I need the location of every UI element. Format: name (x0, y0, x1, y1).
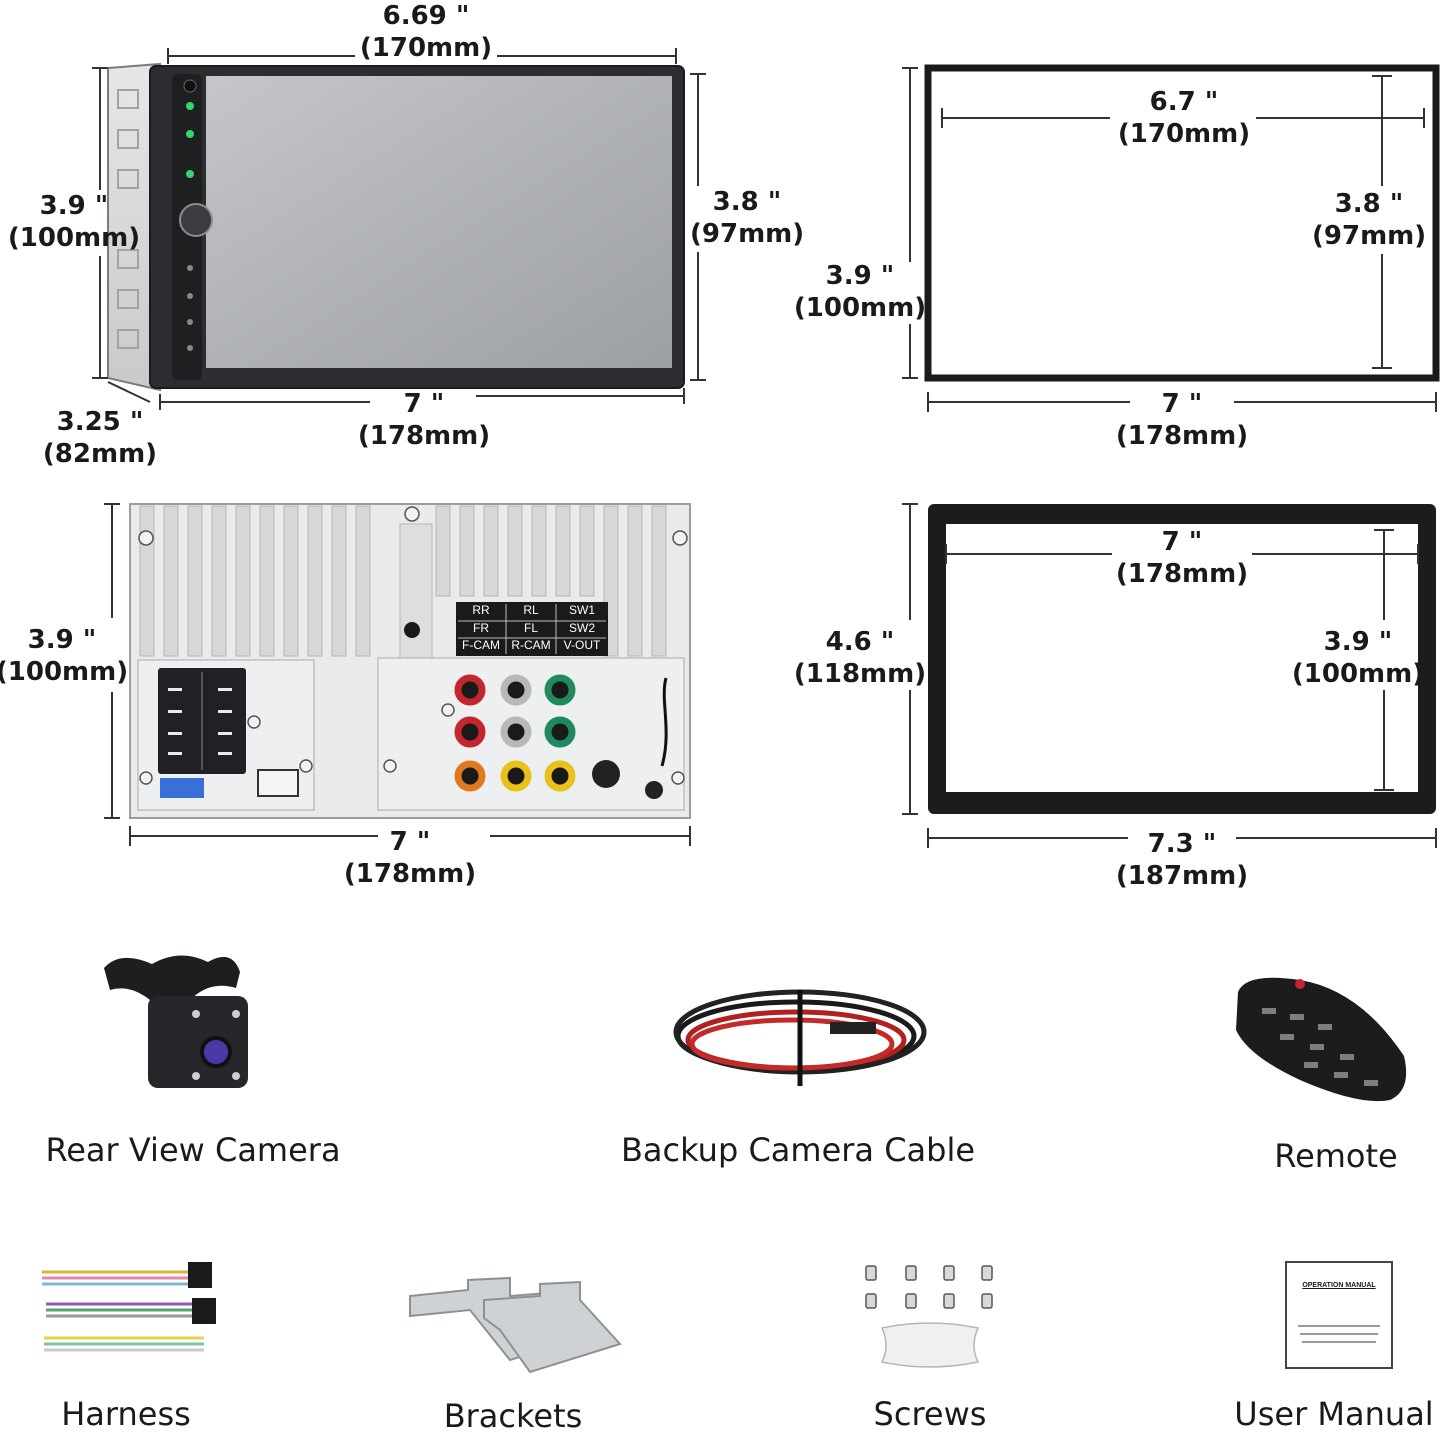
port-label-panel (456, 602, 608, 656)
frame-outer-width-label: 7.3 "(187mm) (1115, 829, 1249, 891)
port-label: F-CAM (462, 638, 500, 652)
back-view (129, 503, 691, 819)
caption-brackets: Brackets (443, 1397, 583, 1435)
frame-inner-height-label: 3.9 "(100mm) (1291, 627, 1425, 689)
bracket-icon (409, 1276, 622, 1374)
port-label: RR (472, 603, 490, 617)
volume-knob (179, 203, 213, 237)
caption-backup-camera-cable: Backup Camera Cable (620, 1131, 976, 1169)
frame-opening (946, 524, 1418, 792)
caption-rear-view-camera: Rear View Camera (45, 1131, 341, 1169)
front-dimension-lines (92, 48, 706, 410)
port-labels: RR RL SW1 FR FL SW2 F-CAM R-CAM V-OUT (456, 602, 608, 656)
aux-connector (257, 769, 299, 797)
caption-harness: Harness (61, 1395, 191, 1433)
touch-screen (206, 76, 672, 368)
camera-icon (104, 955, 248, 1088)
front-view (107, 62, 685, 392)
blue-connector (160, 778, 204, 798)
cutout-inner-height-label: 3.8 "(97mm) (1312, 189, 1427, 251)
frame-dimension-lines (902, 503, 1437, 848)
harness-icon (42, 1262, 216, 1352)
port-label: R-CAM (511, 638, 551, 652)
back-width-label: 7 "(178mm) (343, 827, 477, 889)
front-height-label: 3.9 "(100mm) (7, 191, 141, 253)
caption-screws: Screws (873, 1395, 987, 1433)
heatsink-fins (139, 505, 667, 657)
caption-remote: Remote (1274, 1137, 1398, 1175)
cutout-inner-width-label: 6.7 "(170mm) (1117, 87, 1251, 149)
cutout-view (924, 64, 1440, 382)
front-width-label: 6.69 "(170mm) (359, 1, 493, 63)
screw-icon (138, 506, 688, 785)
cutout-outer-height-label: 3.9 "(100mm) (793, 261, 927, 323)
port-label: RL (523, 603, 539, 617)
remote-icon (1236, 977, 1407, 1102)
cutout-outline (924, 64, 1440, 382)
trim-frame-view (928, 504, 1436, 814)
port-label: SW2 (568, 621, 595, 635)
manual-icon (1285, 1261, 1393, 1369)
port-label: SW1 (568, 603, 595, 617)
frame-outer-height-label: 4.6 "(118mm) (793, 627, 927, 689)
back-height-label: 3.9 "(100mm) (0, 625, 129, 687)
port-label: FL (523, 621, 538, 635)
frame-inner-width-label: 7 "(178mm) (1115, 527, 1249, 589)
cutout-dimension-lines (902, 67, 1437, 412)
cable-icon (673, 989, 927, 1086)
screen-height-label: 3.8 "(97mm) (690, 187, 805, 249)
manual-title: OPERATION MANUAL (1302, 1282, 1376, 1289)
screw-set-icon (865, 1265, 993, 1368)
back-dimension-lines (104, 503, 691, 846)
caption-user-manual: User Manual (1234, 1395, 1434, 1433)
port-label: FR (473, 621, 489, 635)
rca-jack-icon (454, 674, 576, 792)
front-bottom-width-label: 7 "(178mm) (357, 389, 491, 451)
depth-label: 3.25 "(82mm) (42, 407, 158, 469)
cutout-outer-width-label: 7 "(178mm) (1115, 389, 1249, 451)
port-label: V-OUT (563, 638, 601, 652)
